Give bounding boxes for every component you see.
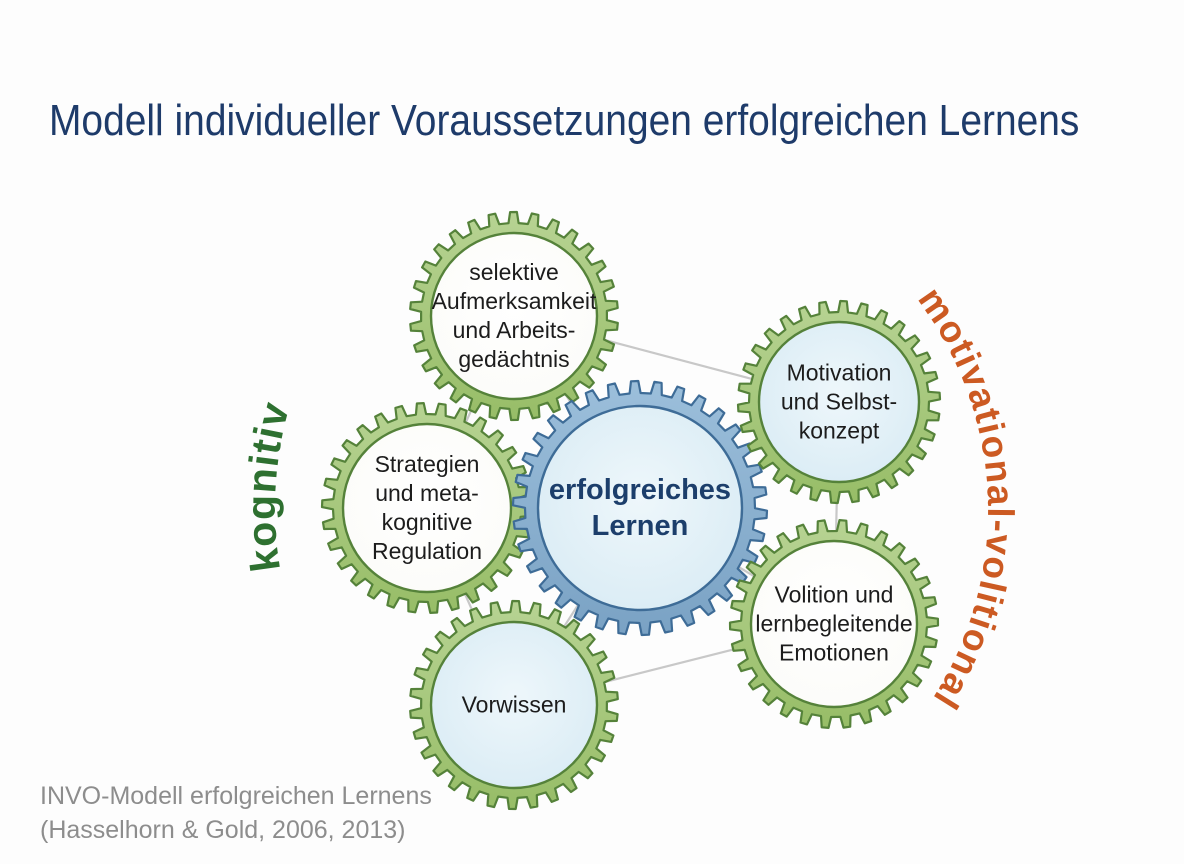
axis-label-kognitiv: kognitiv (238, 397, 298, 575)
axis-label-motivational-volitional: motivational-volitional (910, 280, 1021, 717)
gear-attention-face (429, 231, 599, 401)
page-title: Modell individueller Voraussetzungen erf… (49, 96, 1080, 145)
citation-line2: (Hasselhorn & Gold, 2006, 2013) (40, 816, 406, 844)
gear-volition-face (749, 539, 919, 709)
citation-line1: INVO-Modell erfolgreichen Lernens (40, 782, 432, 810)
gear-priorknowledge-face (429, 620, 599, 790)
gear-center-face (536, 404, 744, 612)
citation: INVO-Modell erfolgreichen Lernens (Hasse… (40, 779, 432, 847)
gear-motivation-face (757, 320, 921, 484)
gear-strategies-face (341, 422, 513, 594)
gears (320, 210, 942, 811)
